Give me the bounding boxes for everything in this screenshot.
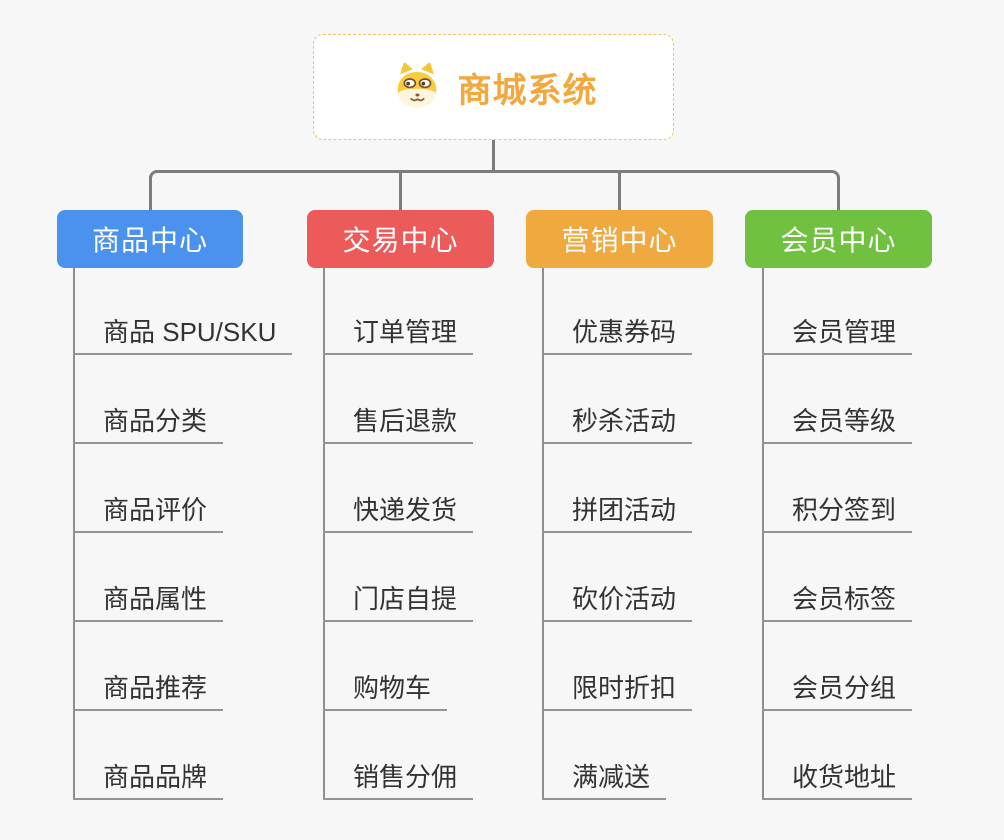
connector-root-stem bbox=[492, 140, 495, 171]
leaf-node[interactable]: 收货地址 bbox=[762, 758, 913, 800]
leaf-node[interactable]: 限时折扣 bbox=[542, 669, 693, 711]
connector-stem-marketing bbox=[618, 171, 621, 210]
leaf-node[interactable]: 门店自提 bbox=[323, 580, 474, 622]
leaf-node[interactable]: 商品分类 bbox=[73, 402, 224, 444]
leaf-node[interactable]: 商品品牌 bbox=[73, 758, 224, 800]
leaf-node[interactable]: 快递发货 bbox=[323, 491, 474, 533]
branch-node-trade-center[interactable]: 交易中心 bbox=[307, 210, 494, 268]
leaf-node[interactable]: 积分签到 bbox=[762, 491, 913, 533]
connector-stem-trade bbox=[399, 171, 402, 210]
leaf-node[interactable]: 会员管理 bbox=[762, 313, 913, 355]
leaf-node[interactable]: 商品评价 bbox=[73, 491, 224, 533]
root-title: 商城系统 bbox=[457, 71, 598, 110]
leaf-node[interactable]: 订单管理 bbox=[323, 313, 474, 355]
leaf-node[interactable]: 拼团活动 bbox=[542, 491, 693, 533]
branch-node-product-center[interactable]: 商品中心 bbox=[57, 210, 243, 268]
leaf-node[interactable]: 砍价活动 bbox=[542, 580, 693, 622]
leaf-node[interactable]: 购物车 bbox=[323, 669, 448, 711]
leaf-node[interactable]: 商品推荐 bbox=[73, 669, 224, 711]
branch-trunk-line bbox=[762, 268, 764, 798]
leaf-node[interactable]: 秒杀活动 bbox=[542, 402, 693, 444]
branch-trunk-line bbox=[323, 268, 325, 798]
branch-node-member-center[interactable]: 会员中心 bbox=[745, 210, 932, 268]
branch-trunk-line bbox=[73, 268, 75, 798]
leaf-node[interactable]: 销售分佣 bbox=[323, 758, 474, 800]
leaf-node[interactable]: 会员等级 bbox=[762, 402, 913, 444]
branch-trunk-line bbox=[542, 268, 544, 798]
leaf-node[interactable]: 商品属性 bbox=[73, 580, 224, 622]
root-node-mall-system[interactable]: 商城系统 bbox=[313, 34, 674, 140]
leaf-node[interactable]: 优惠券码 bbox=[542, 313, 693, 355]
leaf-node[interactable]: 会员分组 bbox=[762, 669, 913, 711]
leaf-node[interactable]: 会员标签 bbox=[762, 580, 913, 622]
leaf-node[interactable]: 满减送 bbox=[542, 758, 667, 800]
shiba-dog-icon bbox=[397, 62, 436, 108]
branch-node-marketing-center[interactable]: 营销中心 bbox=[526, 210, 713, 268]
connector-bracket bbox=[149, 170, 840, 210]
leaf-node[interactable]: 售后退款 bbox=[323, 402, 474, 444]
leaf-node[interactable]: 商品 SPU/SKU bbox=[73, 313, 293, 355]
